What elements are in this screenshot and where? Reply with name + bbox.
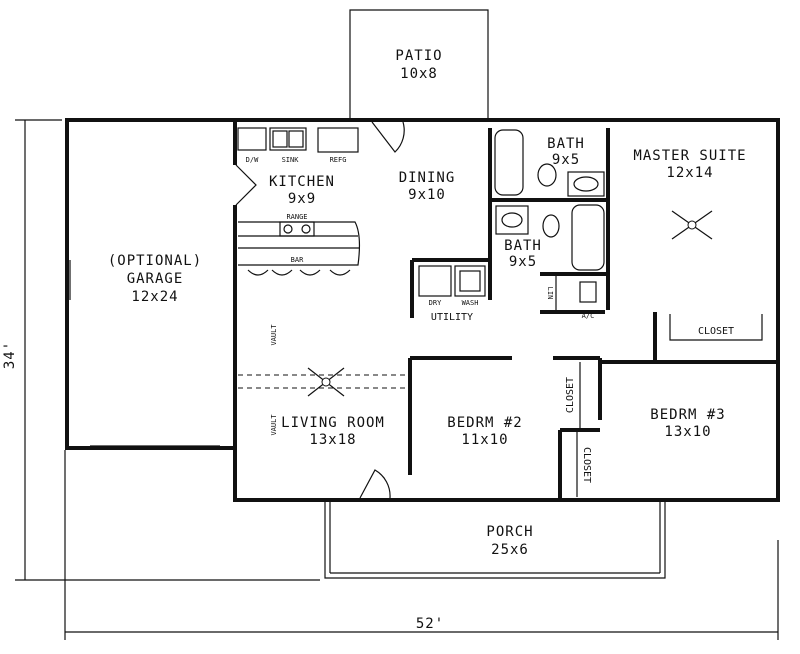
ac-label: A/C: [582, 312, 595, 320]
patio: PATIO 10x8: [349, 9, 489, 120]
bath1-name: BATH: [547, 136, 585, 152]
garage-name2: GARAGE: [127, 271, 184, 287]
sink-label: SINK: [282, 156, 300, 164]
bath-fixtures: LIN A/C: [494, 129, 605, 320]
interior-walls: [233, 120, 778, 500]
refg-label: REFG: [330, 156, 347, 164]
kitchen-name: KITCHEN: [269, 174, 335, 190]
patio-size: 10x8: [400, 66, 438, 82]
kitchen-size: 9x9: [288, 191, 316, 207]
garage-size: 12x24: [131, 289, 178, 305]
ceiling-fan-icon: [307, 367, 345, 397]
ceiling-fan-icon: [671, 210, 713, 240]
dimension-depth: 34': [2, 119, 320, 581]
porch-name: PORCH: [486, 524, 533, 540]
width-label: 52': [416, 616, 444, 632]
bedrm2-size: 11x10: [461, 432, 508, 448]
vault-label-2: VAULT: [270, 414, 278, 436]
living-size: 13x18: [309, 432, 356, 448]
bedrm3-size: 13x10: [664, 424, 711, 440]
vault-label-1: VAULT: [270, 324, 278, 346]
closets: CLOSET CLOSET CLOSET: [565, 314, 763, 497]
dw-label: D/W: [246, 156, 259, 164]
closet-label-2: CLOSET: [581, 447, 592, 483]
dimension-width: 52': [64, 450, 779, 640]
bedrm3-name: BEDRM #3: [650, 407, 725, 423]
depth-label: 34': [2, 341, 18, 369]
bath2-size: 9x5: [509, 254, 537, 270]
living-name: LIVING ROOM: [281, 415, 385, 431]
garage-name: (OPTIONAL): [108, 253, 202, 269]
bar-label: BAR: [291, 256, 304, 264]
master-size: 12x14: [666, 165, 713, 181]
master-name: MASTER SUITE: [633, 148, 746, 164]
bedrm2-name: BEDRM #2: [447, 415, 522, 431]
room-labels: (OPTIONAL) GARAGE 12x24 KITCHEN 9x9 DINI…: [108, 136, 746, 448]
utility-fixtures: DRY WASH UTILITY: [418, 265, 486, 323]
dining-size: 9x10: [408, 187, 446, 203]
patio-name: PATIO: [395, 48, 442, 64]
master-closet-label: CLOSET: [698, 326, 734, 337]
dry-label: DRY: [429, 299, 442, 307]
doors: [235, 121, 405, 499]
lin-label: LIN: [546, 287, 554, 300]
porch: PORCH 25x6: [324, 500, 666, 579]
kitchen-fixtures: D/W SINK REFG RANGE BAR: [237, 127, 361, 276]
closet-label-1: CLOSET: [565, 377, 576, 413]
porch-size: 25x6: [491, 542, 529, 558]
utility-name: UTILITY: [431, 312, 473, 323]
bath1-size: 9x5: [552, 152, 580, 168]
dining-name: DINING: [399, 170, 456, 186]
wash-label: WASH: [462, 299, 479, 307]
bath2-name: BATH: [504, 238, 542, 254]
range-label: RANGE: [286, 213, 307, 221]
living-vault: VAULT VAULT: [238, 324, 405, 436]
